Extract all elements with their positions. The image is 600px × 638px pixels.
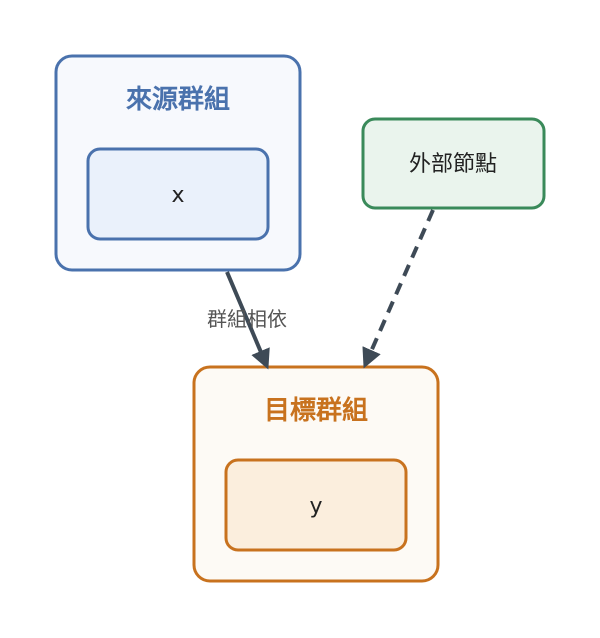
external-node-label: 外部節點 xyxy=(409,152,497,177)
node-x-label: x xyxy=(171,183,184,208)
group-dependency-label: 群組相依 xyxy=(207,307,287,331)
external-node: 外部節點 xyxy=(361,117,546,210)
target-group: 目標群組 y xyxy=(192,365,440,583)
target-group-title: 目標群組 xyxy=(264,395,368,426)
node-x-box xyxy=(86,147,270,241)
source-group-title: 來源群組 xyxy=(126,84,230,115)
node-y-box xyxy=(224,458,408,552)
external-dependency-edge xyxy=(362,209,435,369)
node-y-label: y xyxy=(309,494,322,519)
group-dependency-edge xyxy=(225,271,270,370)
source-group: 來源群組 x xyxy=(54,54,302,272)
external-node-box xyxy=(361,117,546,210)
